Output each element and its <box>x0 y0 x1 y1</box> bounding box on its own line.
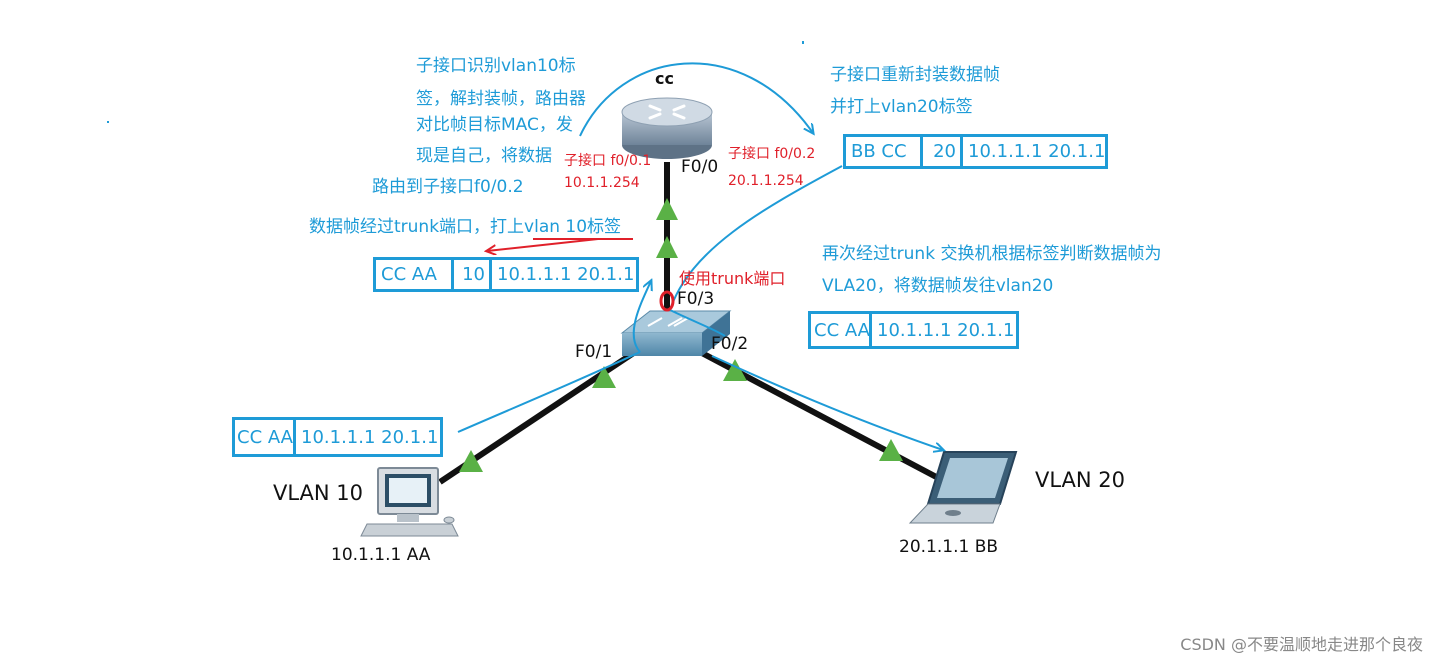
port-up-indicator <box>592 366 616 388</box>
frame-to-vlan20: CC AA 10.1.1.1 20.1.1.1 <box>808 311 1019 349</box>
frame-vlan-tag-cell: 20 <box>923 137 963 166</box>
flow-pc-to-switch <box>457 351 641 433</box>
router-receive-note-line: 对比帧目标MAC，发 <box>416 115 573 135</box>
frame-mac-cell: CC AA <box>376 260 454 289</box>
trunk-up-note: 数据帧经过trunk端口，打上vlan 10标签 <box>309 217 622 237</box>
router-receive-note-line: 路由到子接口f0/0.2 <box>372 177 524 197</box>
trunk-port-note: 使用trunk端口 <box>679 269 786 288</box>
frame-ip-cell: 10.1.1.1 20.1.1.1 <box>968 141 1105 162</box>
port-f0-3-label: F0/3 <box>677 289 715 309</box>
flow-switch-to-router <box>632 281 651 353</box>
router-receive-note-line: 现是自己，将数据 <box>416 146 552 166</box>
port-up-indicator <box>723 359 747 381</box>
port-up-indicator <box>656 198 678 220</box>
router-icon <box>621 97 713 159</box>
frame-ip-cell: 10.1.1.1 20.1.1.1 <box>301 426 440 448</box>
switch-icon <box>620 310 732 356</box>
trunk-highlight <box>487 238 675 312</box>
port-f0-1-label: F0/1 <box>575 342 613 362</box>
laptop-label: 20.1.1.1 BB <box>899 537 999 557</box>
port-indicators <box>459 198 903 472</box>
watermark-footer: CSDN @不要温顺地走进那个良夜 <box>1180 635 1423 654</box>
frame-ip-cell: 10.1.1.1 20.1.1.1 <box>497 264 636 285</box>
trunk-down-note-line: VLA20，将数据帧发往vlan20 <box>822 276 1054 296</box>
port-f0-2-label: F0/2 <box>711 334 749 354</box>
laptop-icon <box>908 451 1018 524</box>
vlan20-label: VLAN 20 <box>1035 468 1126 492</box>
trunk-down-note-line: 再次经过trunk 交换机根据标签判断数据帧为 <box>822 244 1162 264</box>
subinterface-1-ip: 10.1.1.254 <box>564 175 640 191</box>
vlan10-label: VLAN 10 <box>273 481 364 505</box>
reencap-note-line: 并打上vlan20标签 <box>830 97 973 117</box>
frame-ip-cell: 10.1.1.1 20.1.1.1 <box>877 319 1016 341</box>
subinterface-1-label: 子接口 f0/0.1 <box>564 153 652 169</box>
router-receive-note-line: 子接口识别vlan10标 <box>416 56 576 76</box>
frame-mac-cell: BB CC <box>846 137 923 166</box>
frame-mac-cell: CC AA <box>811 314 872 346</box>
flow-router-to-switch <box>668 165 843 337</box>
frame-mac-cell: CC AA <box>235 420 296 454</box>
subinterface-2-label: 子接口 f0/0.2 <box>728 146 816 162</box>
frame-trunk-up: CC AA 10 10.1.1.1 20.1.1.1 <box>373 257 639 292</box>
stray-marks <box>107 41 804 123</box>
port-up-indicator <box>879 439 903 461</box>
port-f0-0-label: F0/0 <box>681 157 719 177</box>
flow-switch-to-laptop <box>711 355 943 450</box>
subinterface-2-ip: 20.1.1.254 <box>728 173 804 189</box>
frame-vlan-tag-cell: 10 <box>454 260 492 289</box>
flow-router-reencap <box>579 62 813 137</box>
packet-flow <box>457 62 943 450</box>
frame-from-vlan10: CC AA 10.1.1.1 20.1.1.1 <box>232 417 443 457</box>
pc-label: 10.1.1.1 AA <box>331 545 431 565</box>
reencap-note-line: 子接口重新封装数据帧 <box>830 65 1000 85</box>
router-receive-note-line: 签，解封装帧，路由器 <box>416 89 586 109</box>
port-up-indicator <box>656 236 678 258</box>
pc-icon <box>360 467 459 537</box>
frame-router-out: BB CC 20 10.1.1.1 20.1.1.1 <box>843 134 1108 169</box>
port-up-indicator <box>459 450 483 472</box>
router-name: cc <box>655 69 674 88</box>
